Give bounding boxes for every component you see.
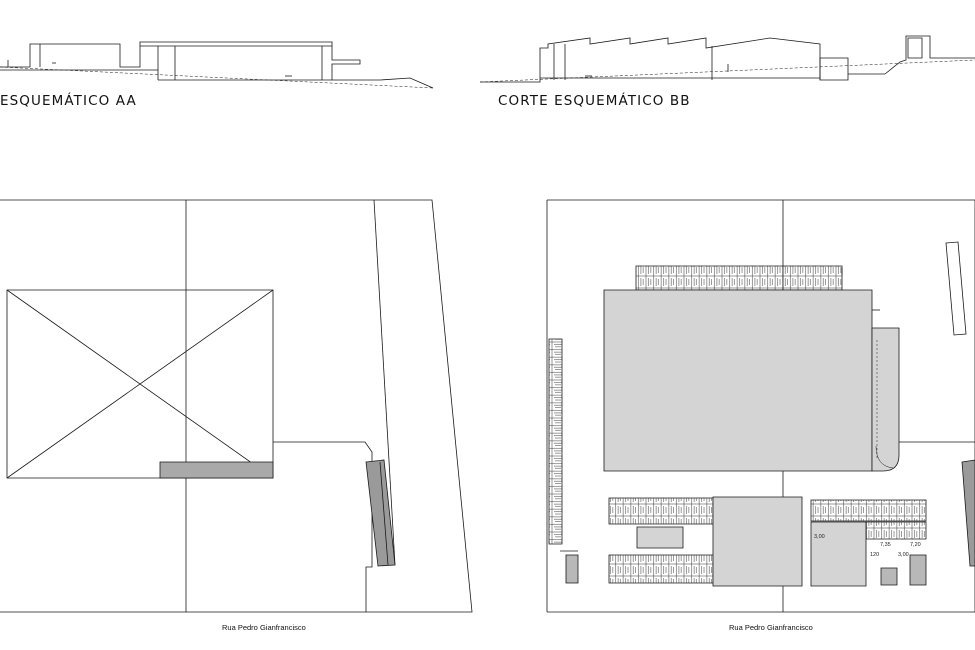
level-label-4: 120 (870, 552, 880, 558)
warehouse-block (604, 290, 872, 471)
annex-block (811, 522, 866, 586)
parking-row-lower-2 (609, 555, 713, 583)
section-aa-caption: ESQUEMÁTICO AA (0, 93, 137, 109)
street-label-right: Rua Pedro Gianfrancisco (729, 623, 813, 632)
parking-row-lower-1 (609, 498, 713, 524)
level-label-2: 7,20 (910, 542, 921, 548)
section-aa-drawing (0, 42, 433, 88)
parking-strip-left (549, 339, 562, 544)
center-block (713, 497, 802, 586)
level-label-5: 3,00 (814, 534, 825, 540)
section-bb-drawing (480, 36, 975, 82)
site-plan-left (0, 200, 472, 612)
level-label-1: 7,35 (880, 542, 891, 548)
parking-row-top (636, 266, 842, 290)
site-plan-right (547, 200, 975, 612)
level-label-3: 3,00 (898, 552, 909, 558)
street-label-left: Rua Pedro Gianfrancisco (222, 623, 306, 632)
section-bb-caption: CORTE ESQUEMÁTICO BB (498, 93, 691, 109)
parking-row-right (811, 500, 926, 521)
